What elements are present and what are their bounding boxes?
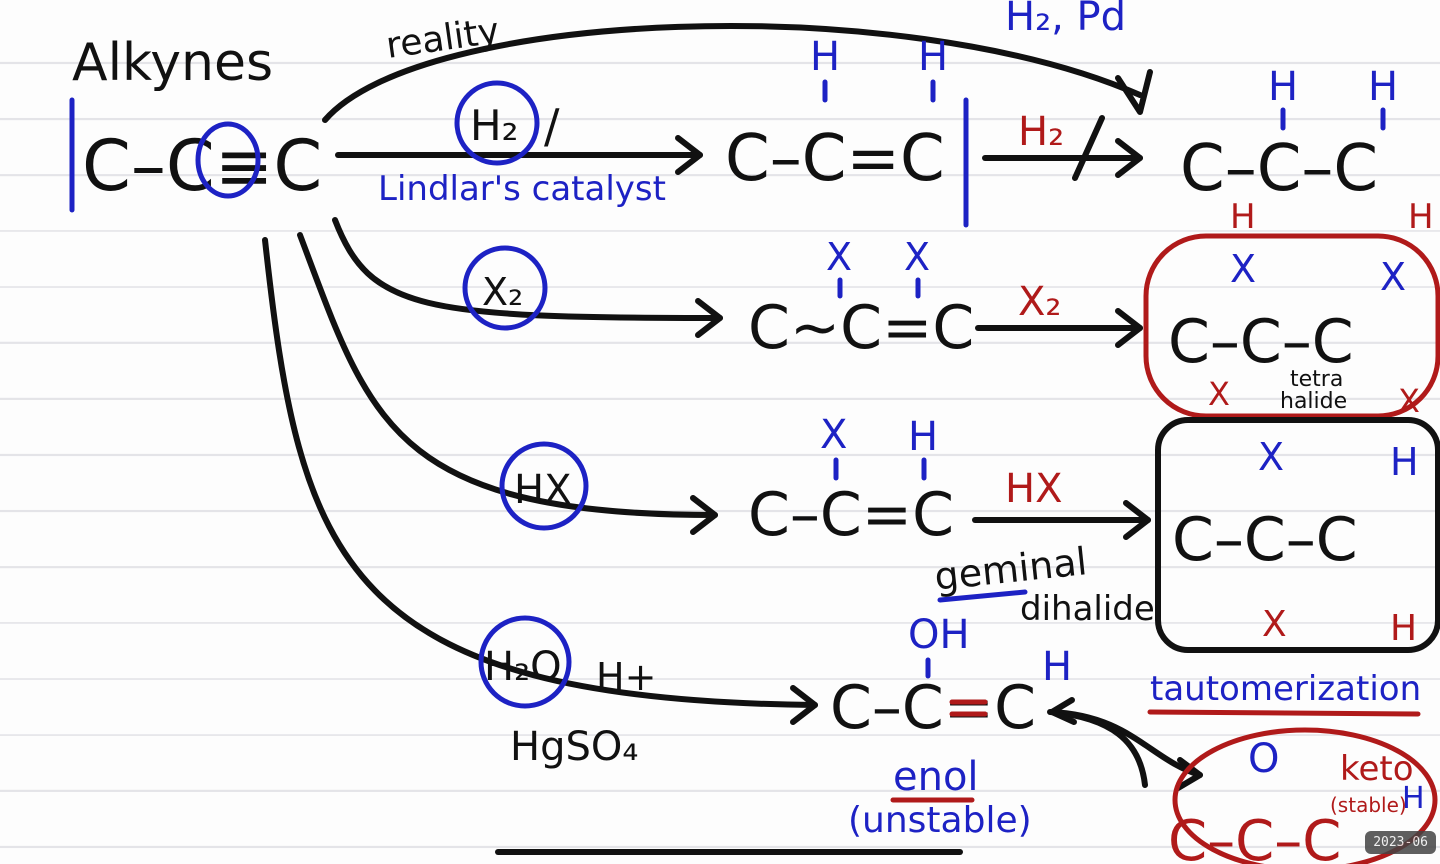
h2-arrowhead <box>675 135 703 175</box>
tautomer-forward-arrowhead <box>1175 757 1203 791</box>
title-alkynes: Alkynes <box>72 33 273 93</box>
h2-reagent: H₂ <box>470 101 518 150</box>
tetrahalide-x-bottom-left: X <box>1208 375 1230 413</box>
dihalide-x-left: X <box>826 235 852 279</box>
h2o-acid: H+ <box>596 655 656 699</box>
geminal-h-bottom: H <box>1390 608 1417 649</box>
hgso4-catalyst: HgSO₄ <box>510 724 638 770</box>
alkane: C–C–C <box>1180 132 1378 206</box>
timestamp-badge: 2023-06 <box>1365 831 1436 854</box>
x2-arrow <box>332 217 723 321</box>
reality-label: reality <box>384 10 502 66</box>
h2-slash: / <box>544 99 560 153</box>
hx-reagent: HX <box>514 467 571 513</box>
dihalide-label: dihalide <box>1020 589 1155 629</box>
alkane-h-right: H <box>1368 64 1398 110</box>
haloalkene-h: H <box>908 414 938 460</box>
tetrahalide-box <box>1143 233 1440 419</box>
enol-oh: OH <box>908 612 970 658</box>
reality-reagent: H₂, Pd <box>1005 0 1126 40</box>
h2o-arrowhead <box>790 685 818 725</box>
alkane-h-bottom-left: H <box>1230 197 1256 237</box>
second-h2-slash <box>1072 115 1105 181</box>
tautomerization-underline <box>1147 709 1421 717</box>
haloalkene: C–C=C <box>748 480 954 550</box>
tautomer-reverse-arrowhead <box>1049 697 1077 725</box>
hx-arrowhead <box>690 495 718 535</box>
enol: C–C=C <box>830 673 1036 743</box>
enol-note: (unstable) <box>848 800 1032 841</box>
lindlar-catalyst: Lindlar's catalyst <box>378 169 666 209</box>
haloalkene-x: X <box>820 412 847 458</box>
tautomer-reverse-arrow <box>1049 709 1148 788</box>
tetrahalide-x-top-right: X <box>1380 255 1406 299</box>
tetrahalide-x-top-left: X <box>1230 247 1256 291</box>
alkane-h-bottom-right: H <box>1408 197 1434 237</box>
x2-reagent: X₂ <box>482 270 523 314</box>
second-hx-reagent: HX <box>1005 466 1062 512</box>
second-x2-reagent: X₂ <box>1018 279 1061 325</box>
alkane-h-left: H <box>1268 64 1298 110</box>
x2-arrowhead <box>695 298 723 338</box>
keto: C–C–C <box>1168 809 1341 864</box>
keto-note: (stable) <box>1330 793 1407 817</box>
geminal-underline <box>937 589 1028 603</box>
second-x2-arrowhead <box>1115 308 1143 348</box>
h2-reagent-circle <box>454 80 540 166</box>
vicinal-dihalide-alkene: C~C=C <box>748 293 974 363</box>
tetrahalide: C–C–C <box>1168 307 1354 377</box>
geminal-dihalide: C–C–C <box>1172 505 1358 575</box>
tetrahalide-note-2: halide <box>1280 389 1347 414</box>
hx-arrow <box>297 232 718 518</box>
x2-reagent-circle <box>462 245 548 331</box>
second-h2-reagent: H₂ <box>1018 109 1064 155</box>
h2o-reagent-circle <box>478 615 572 709</box>
dihalide-x-right: X <box>904 235 930 279</box>
reality-arrow <box>322 23 1143 123</box>
keto-label: keto <box>1340 749 1414 789</box>
enol-label: enol <box>893 754 979 800</box>
second-h2-arrowhead <box>1115 138 1143 178</box>
tetrahalide-note-1: tetra <box>1290 367 1343 392</box>
geminal-x-bottom: X <box>1262 604 1287 645</box>
geminal-x-top: X <box>1258 435 1284 479</box>
second-hx-arrowhead <box>1123 500 1151 540</box>
tautomerization-label: tautomerization <box>1150 669 1421 709</box>
keto-o: O <box>1248 736 1279 782</box>
hx-reagent-circle <box>499 441 589 531</box>
enol-h: H <box>1042 644 1072 690</box>
cis-alkene: C–C=C <box>725 122 945 196</box>
geminal-box <box>1155 417 1440 653</box>
reality-arrowhead <box>1115 69 1153 115</box>
alkene-h-left: H <box>810 34 840 80</box>
triple-bond-circle <box>195 121 261 199</box>
keto-circle <box>1172 727 1438 864</box>
tetrahalide-x-bottom-right: X <box>1398 382 1420 420</box>
alkene-h-right: H <box>918 34 948 80</box>
keto-h: H <box>1402 781 1425 816</box>
h2o-arrow <box>262 237 818 708</box>
geminal-h-top: H <box>1390 440 1419 484</box>
h2o-reagent: H₂O <box>484 644 562 690</box>
